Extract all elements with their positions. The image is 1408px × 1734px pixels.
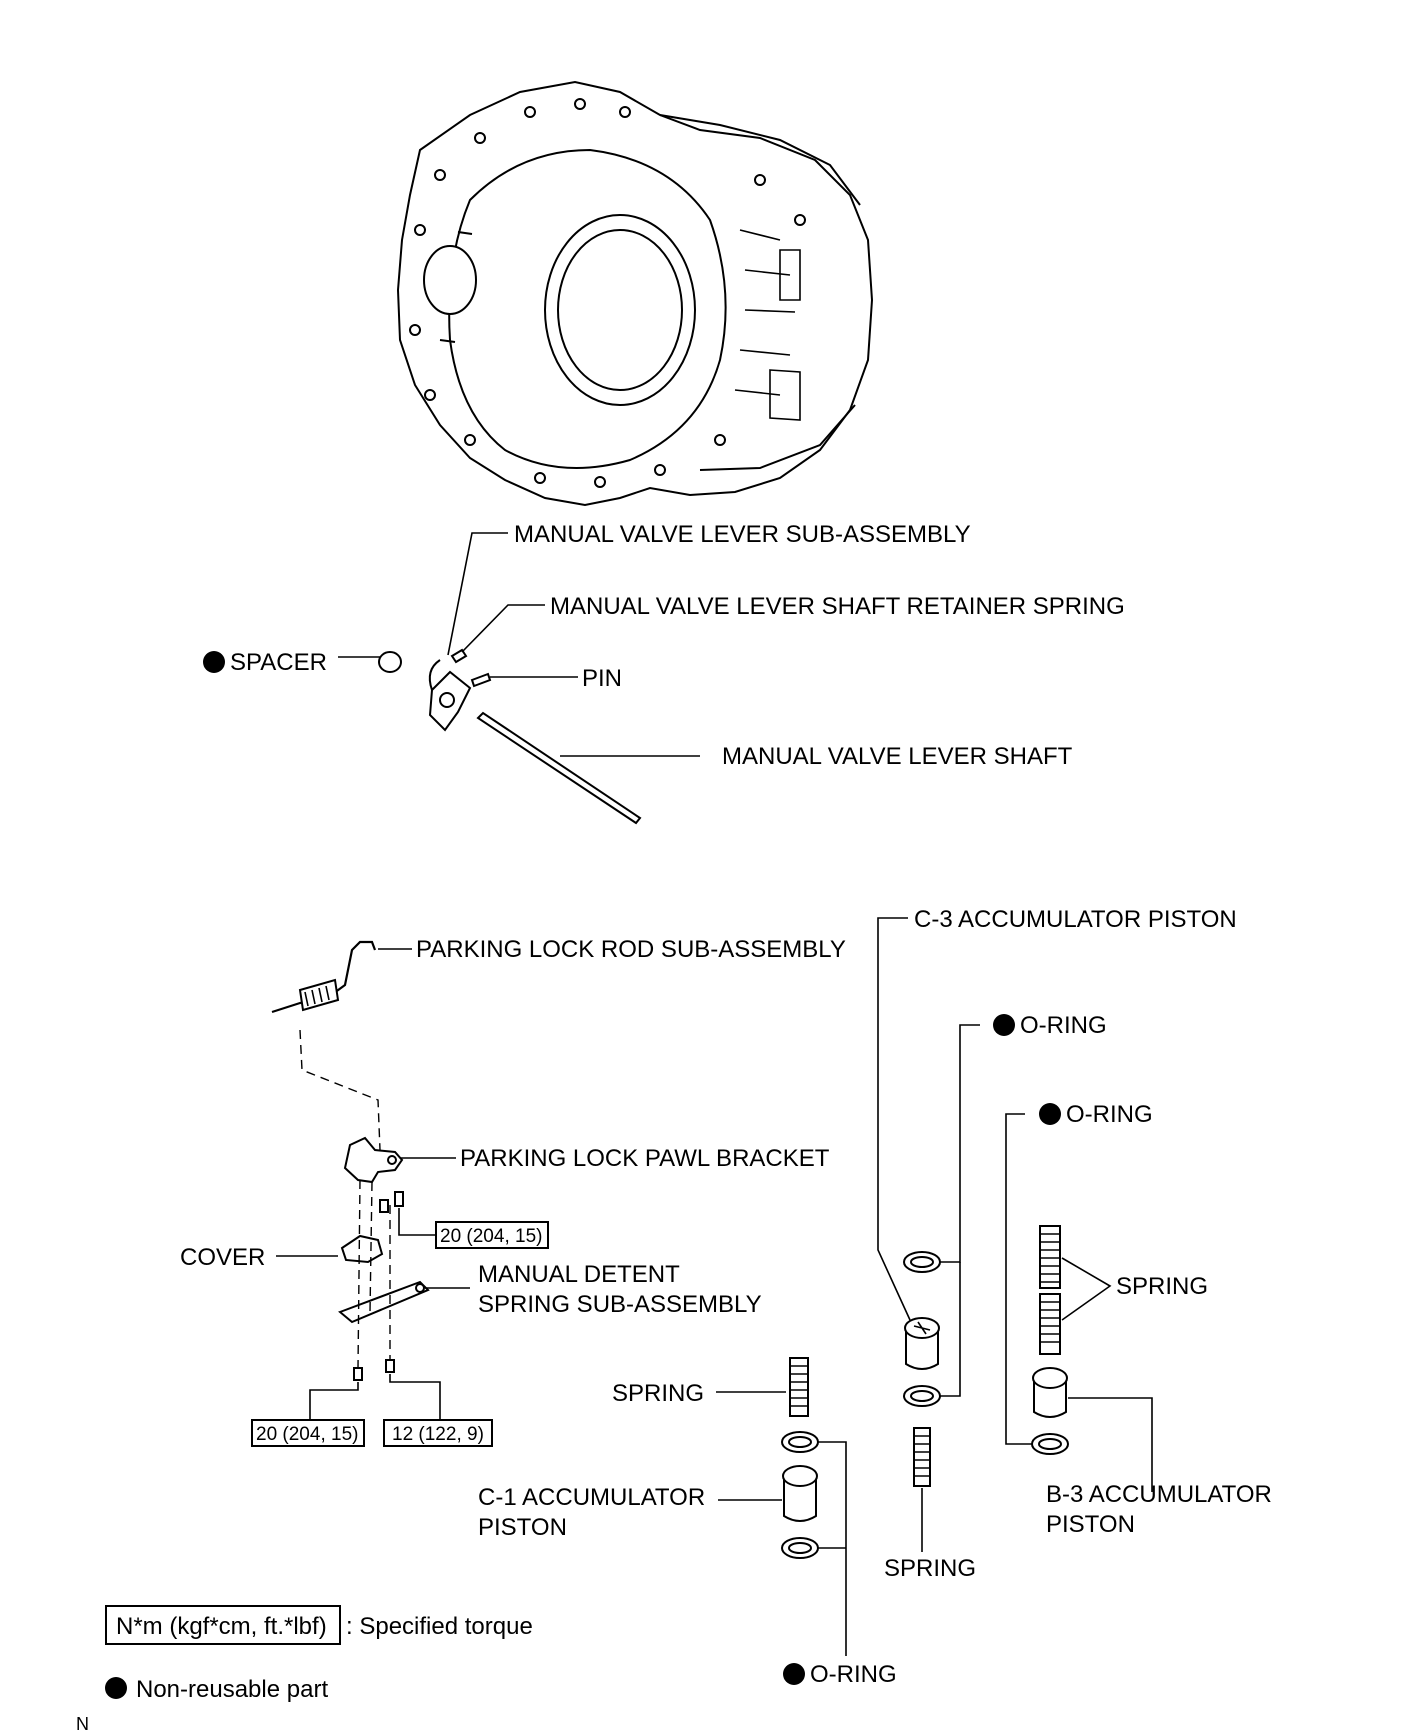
parking-lock-pawl-bracket-part: [343, 1136, 404, 1184]
label-c1-accumulator-piston-line2: PISTON: [478, 1514, 567, 1541]
b3-spring-upper-part: [1039, 1225, 1061, 1289]
c1-accumulator-group: [781, 1357, 819, 1559]
c3-accumulator-piston-part: [905, 1327, 939, 1370]
non-reusable-marker-spacer: [203, 651, 225, 673]
torque-value-detent-right: 12 (122, 9): [392, 1424, 484, 1445]
label-cover: COVER: [180, 1244, 265, 1271]
legend-torque-box: [105, 1605, 341, 1645]
c1-o-ring-lower-part: [781, 1537, 819, 1559]
label-parking-lock-rod-sub-assembly: PARKING LOCK ROD SUB-ASSEMBLY: [416, 936, 846, 963]
transaxle-case-illustration: [396, 80, 874, 507]
non-reusable-marker-b3-o-ring: [1039, 1103, 1061, 1125]
parking-lock-group: [271, 940, 430, 1381]
torque-value-bracket: 20 (204, 15): [440, 1226, 542, 1247]
label-manual-detent-spring-line2: SPRING SUB-ASSEMBLY: [478, 1291, 762, 1318]
label-spring-b3: SPRING: [1116, 1273, 1208, 1300]
spacer-part: [378, 651, 402, 673]
manual-valve-lever-group: [378, 648, 642, 825]
manual-detent-spring-part: [338, 1280, 430, 1324]
non-reusable-marker-c1-o-ring: [783, 1663, 805, 1685]
c3-accumulator-group: [903, 1251, 941, 1487]
c3-spring-part: [913, 1427, 931, 1487]
label-o-ring-b3: O-RING: [1066, 1101, 1153, 1128]
b3-accumulator-group: [1031, 1225, 1069, 1455]
label-pin: PIN: [582, 665, 622, 692]
b3-spring-lower-part: [1039, 1293, 1061, 1355]
c1-spring-part: [789, 1357, 809, 1417]
pin-part: [470, 672, 492, 688]
label-b3-accumulator-piston-line2: PISTON: [1046, 1511, 1135, 1538]
legend: N*m (kgf*cm, ft.*lbf) : Specified torque…: [105, 1605, 533, 1703]
retainer-spring-part: [450, 648, 468, 664]
parking-leader-lines: [276, 948, 470, 1420]
c3-o-ring-upper-part: [903, 1251, 941, 1273]
torque-box-detent-right: 12 (122, 9): [383, 1419, 493, 1447]
c1-accumulator-piston-part: [783, 1477, 817, 1522]
corner-mark: N: [76, 1714, 89, 1734]
label-b3-accumulator-piston-line1: B-3 ACCUMULATOR: [1046, 1481, 1272, 1508]
label-parking-lock-pawl-bracket: PARKING LOCK PAWL BRACKET: [460, 1145, 830, 1172]
b3-accumulator-piston-part: [1033, 1379, 1067, 1418]
label-manual-valve-lever-sub-assembly: MANUAL VALVE LEVER SUB-ASSEMBLY: [514, 521, 971, 548]
legend-non-reusable-marker: [105, 1677, 127, 1699]
c3-o-ring-lower-part: [903, 1385, 941, 1407]
label-manual-valve-lever-shaft: MANUAL VALVE LEVER SHAFT: [722, 743, 1073, 770]
c1-o-ring-upper-part: [781, 1431, 819, 1453]
legend-torque-box-text: N*m (kgf*cm, ft.*lbf): [116, 1613, 327, 1640]
b3-leader-lines: [1005, 1113, 1153, 1492]
label-o-ring-c3: O-RING: [1020, 1012, 1107, 1039]
label-c1-accumulator-piston-line1: C-1 ACCUMULATOR: [478, 1484, 705, 1511]
manual-valve-lever-part: [428, 670, 472, 732]
torque-value-detent-left: 20 (204, 15): [256, 1424, 358, 1445]
label-spring-c3: SPRING: [884, 1555, 976, 1582]
legend-torque-description: : Specified torque: [346, 1613, 533, 1640]
legend-non-reusable-text: Non-reusable part: [136, 1676, 328, 1703]
label-spacer: SPACER: [230, 649, 327, 676]
label-c3-accumulator-piston: C-3 ACCUMULATOR PISTON: [914, 906, 1237, 933]
torque-box-bracket: 20 (204, 15): [435, 1221, 549, 1249]
label-manual-valve-lever-shaft-retainer-spring: MANUAL VALVE LEVER SHAFT RETAINER SPRING: [550, 593, 1125, 620]
c3-leader-lines: [877, 917, 980, 1552]
upper-leader-lines: [338, 532, 700, 757]
non-reusable-marker-c3-o-ring: [993, 1014, 1015, 1036]
c1-leader-lines: [716, 1391, 847, 1656]
label-o-ring-c1: O-RING: [810, 1661, 897, 1688]
manual-valve-lever-shaft-part: [476, 711, 642, 825]
label-manual-detent-spring-line1: MANUAL DETENT: [478, 1261, 680, 1288]
torque-box-detent-left: 20 (204, 15): [251, 1419, 365, 1447]
cover-part: [340, 1234, 384, 1264]
label-spring-c1: SPRING: [612, 1380, 704, 1407]
b3-o-ring-part: [1031, 1433, 1069, 1455]
